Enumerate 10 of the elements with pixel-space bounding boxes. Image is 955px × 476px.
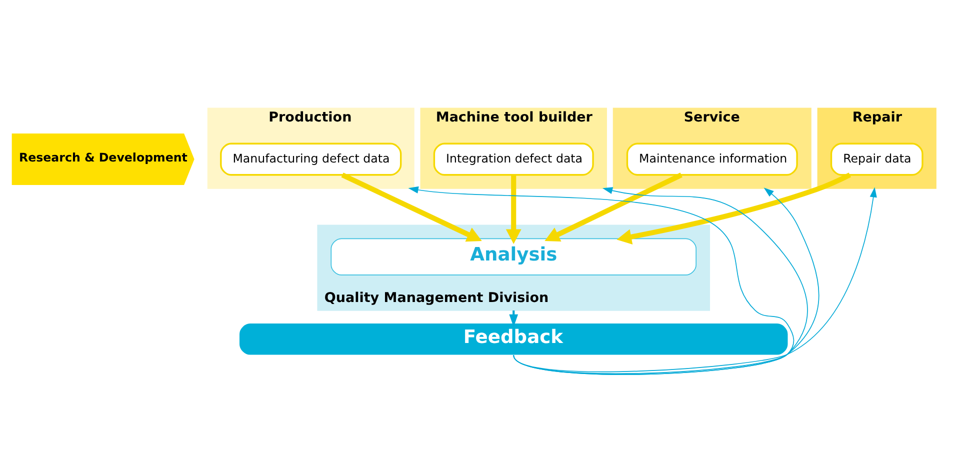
node-box: Maintenance information <box>626 142 798 176</box>
node-box: Manufacturing defect data <box>220 142 402 176</box>
node-box: Integration defect data <box>433 142 594 176</box>
arrow <box>616 172 852 244</box>
node-box: Repair data <box>830 142 924 176</box>
node-box: Analysis <box>330 238 696 276</box>
arrow <box>506 175 522 244</box>
arrow <box>544 172 682 242</box>
arrow <box>341 172 482 242</box>
node-box: Feedback <box>239 324 788 355</box>
